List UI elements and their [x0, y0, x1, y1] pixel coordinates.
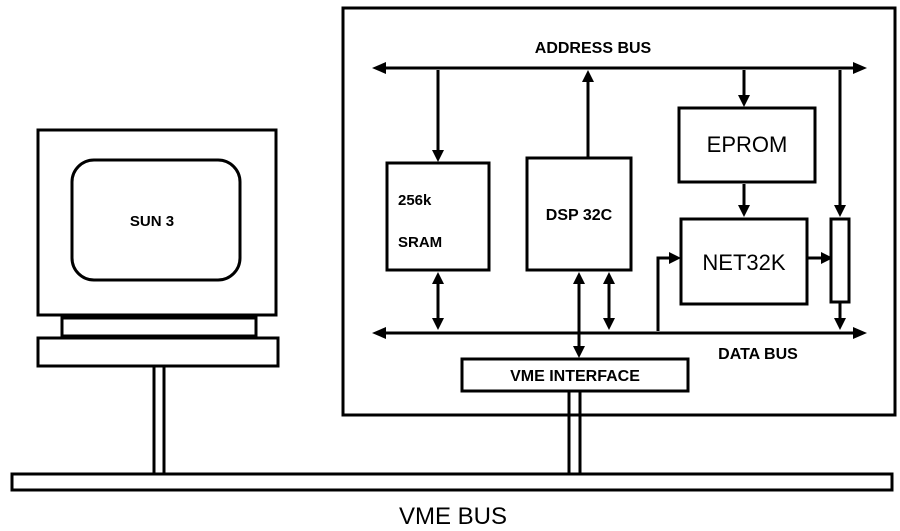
net32k-label: NET32K: [702, 250, 785, 275]
dsp-block: DSP 32C: [525, 70, 633, 358]
net32k-output-arrow: [821, 252, 833, 264]
vme-interface-label: VME INTERFACE: [510, 368, 640, 385]
net32k-block: NET32K: [656, 217, 833, 331]
dsp-data-arrow-up: [603, 272, 615, 284]
address-bus-arrow-left: [372, 62, 386, 74]
latch-box: [829, 217, 851, 304]
sram-label-line2: SRAM: [398, 234, 442, 251]
sram-box: [385, 161, 491, 272]
net32k-input-arrow: [669, 252, 681, 264]
data-bus-arrow-left: [372, 327, 386, 339]
dsp-box: [525, 156, 633, 272]
output-latch: [829, 70, 851, 330]
latch-address-arrow: [834, 205, 846, 217]
board-outline: [341, 6, 897, 417]
net32k-box: [679, 217, 809, 306]
eprom-address-arrow: [738, 95, 750, 107]
dsp-address-arrow: [582, 70, 594, 82]
address-bus-arrow-right: [853, 62, 867, 74]
eprom-block: EPROM: [677, 70, 817, 217]
sram-label-line1: 256k: [398, 192, 432, 209]
keyboard-unit: [36, 336, 280, 368]
data-bus-label: DATA BUS: [718, 346, 798, 363]
address-bus: ADDRESS BUS: [372, 40, 867, 74]
monitor-screen: [70, 158, 242, 282]
sram-data-arrow-down: [432, 318, 444, 330]
vme-bus-label: VME BUS: [399, 503, 507, 530]
data-bus-arrow-right: [853, 327, 867, 339]
monitor-base: [60, 316, 258, 338]
eprom-label: EPROM: [707, 132, 788, 157]
sun3-workstation: SUN 3: [36, 128, 280, 474]
dsp-data-arrow-down: [603, 318, 615, 330]
net32k-input-link: [656, 256, 670, 331]
data-bus: DATA BUS: [372, 327, 867, 363]
sram-block: 256k SRAM: [385, 70, 491, 330]
sram-data-arrow-up: [432, 272, 444, 284]
address-bus-label: ADDRESS BUS: [535, 40, 652, 57]
latch-data-arrow: [834, 318, 846, 330]
vme-interface-block: VME INTERFACE: [460, 357, 690, 474]
dsp-vme-arrow-down: [573, 346, 585, 358]
sram-address-arrow: [432, 150, 444, 162]
dsp-label: DSP 32C: [546, 207, 613, 224]
sun3-label: SUN 3: [130, 213, 174, 230]
vme-interface-box: [460, 357, 690, 393]
dsp-vme-arrow-up: [573, 272, 585, 284]
eprom-net-arrow: [738, 205, 750, 217]
eprom-box: [677, 106, 817, 184]
vme-bus-bar: [10, 472, 894, 492]
